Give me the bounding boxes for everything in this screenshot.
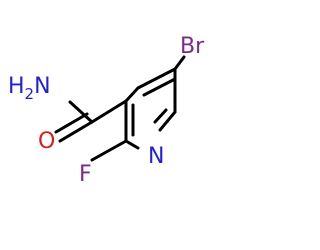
bond-c5-br	[173, 55, 186, 71]
atom-o: O	[38, 129, 55, 154]
atom-nh2-n: N	[34, 74, 50, 99]
molecule-structure: Br N F O H2N	[8, 34, 205, 187]
atom-nh2-subscript: 2	[25, 85, 35, 103]
pyridine-ring	[124, 67, 177, 150]
bond-c6-n	[158, 110, 177, 132]
atom-br-label: Br	[180, 34, 205, 59]
atom-f-label: F	[79, 162, 92, 187]
bond-carbonyl-o-inner	[54, 112, 89, 134]
bond-c6-n-inner	[153, 108, 168, 124]
bond-c4-c5-inner	[142, 77, 177, 97]
bond-c3-carbonyl	[90, 99, 128, 124]
bond-n-c2	[124, 139, 140, 150]
bond-c2-f	[90, 139, 128, 162]
atom-br: Br	[180, 34, 205, 59]
atom-nh2-h: H	[8, 74, 25, 99]
bond-carbonyl-o	[58, 120, 94, 143]
atom-f: F	[79, 162, 92, 187]
bond-c4-c5	[136, 67, 177, 90]
bond-carbonyl-n	[68, 100, 94, 124]
atom-n-label: N	[148, 144, 164, 169]
atom-o-label: O	[38, 129, 55, 154]
atom-nh2: H2N	[8, 74, 51, 103]
bond-c3-c4	[124, 86, 140, 103]
atom-n-ring: N	[148, 144, 164, 169]
